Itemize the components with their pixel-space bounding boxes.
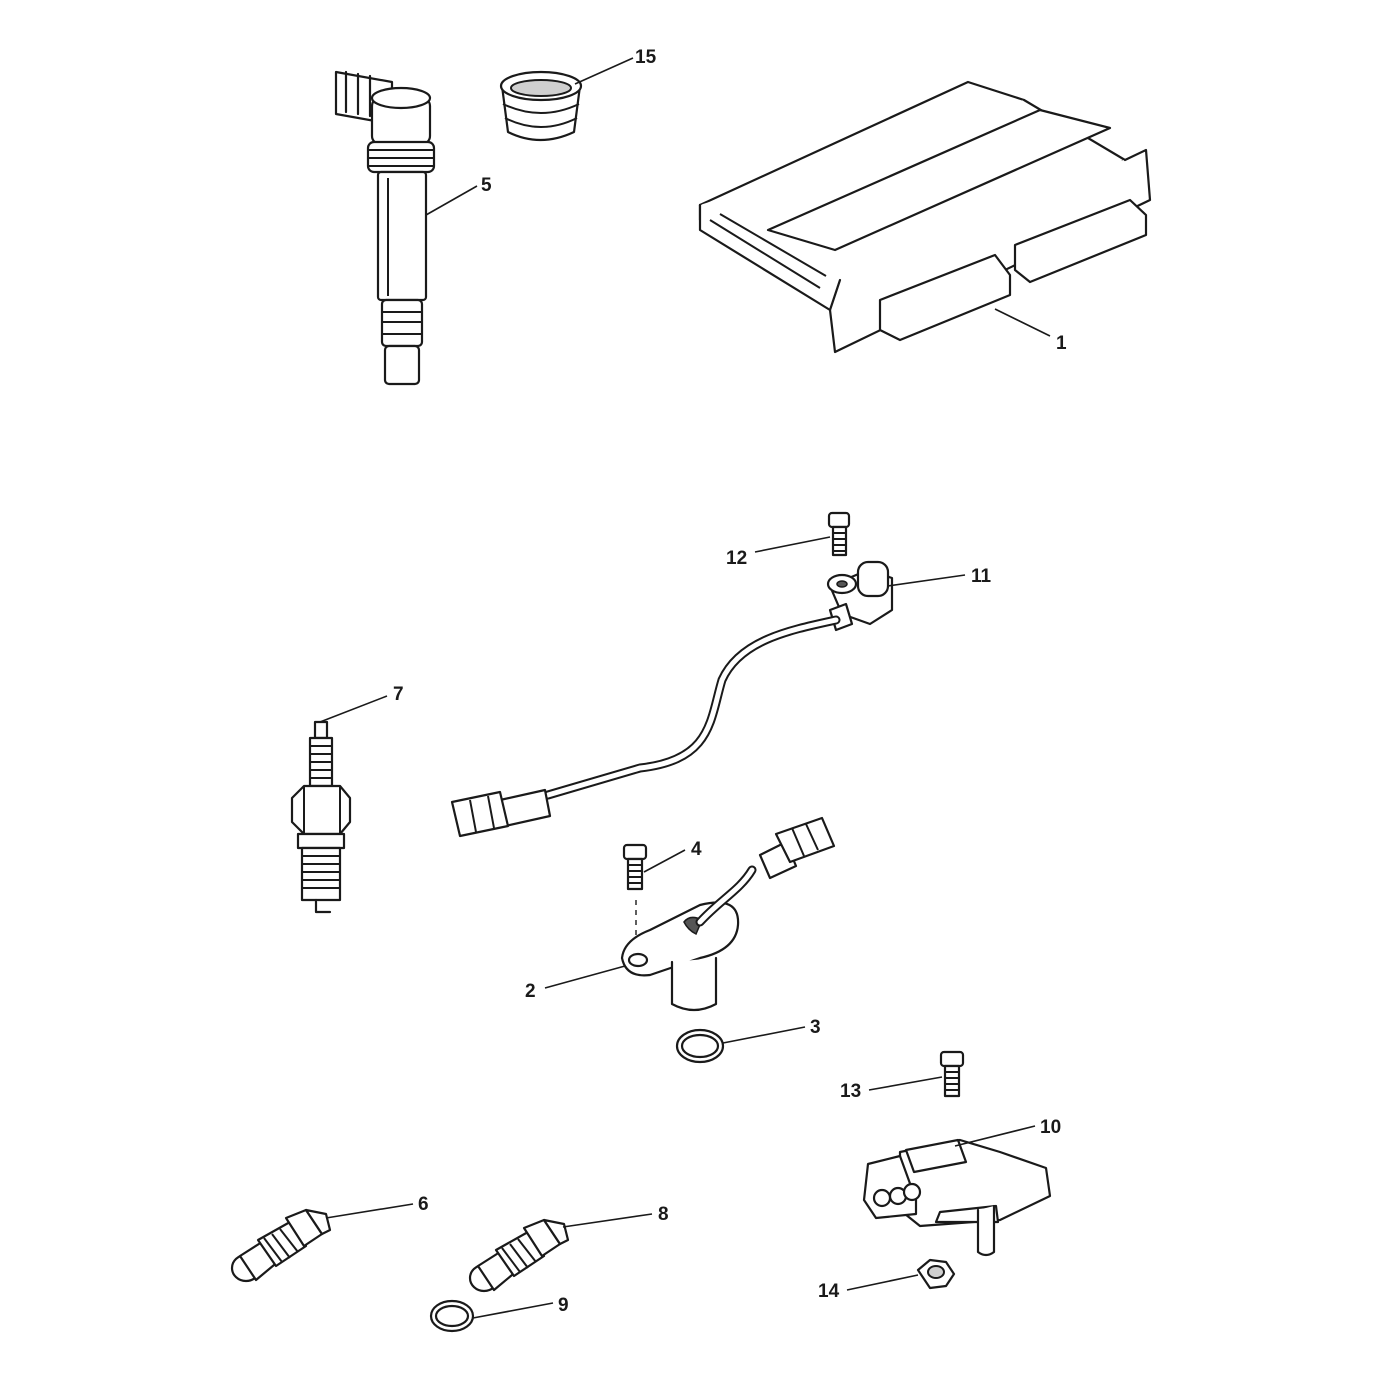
sensor-with-harness xyxy=(450,560,894,838)
callout-4: 4 xyxy=(691,839,702,860)
callout-9: 9 xyxy=(558,1295,569,1316)
leader-4 xyxy=(643,849,686,873)
temp-sensor-6 xyxy=(230,1208,332,1283)
leader-1 xyxy=(994,308,1051,337)
callout-5: 5 xyxy=(481,175,492,196)
bolt-12 xyxy=(827,511,851,557)
leader-13 xyxy=(868,1076,943,1091)
temp-sensor-8 xyxy=(468,1218,570,1293)
leader-14 xyxy=(846,1274,919,1291)
leader-5 xyxy=(425,185,478,216)
callout-2: 2 xyxy=(525,981,536,1002)
leader-lines xyxy=(319,57,1051,1319)
callout-6: 6 xyxy=(418,1194,429,1215)
leader-3 xyxy=(722,1026,806,1044)
nut-14 xyxy=(916,1258,956,1290)
callout-7: 7 xyxy=(393,684,404,705)
callout-11: 11 xyxy=(971,566,992,587)
leader-15 xyxy=(574,57,634,85)
spark-plug xyxy=(290,720,352,914)
leader-2 xyxy=(544,965,626,989)
bolt-4 xyxy=(622,843,648,948)
ecu-module xyxy=(698,80,1152,354)
leader-11 xyxy=(887,574,966,587)
leader-9 xyxy=(472,1302,554,1319)
callout-8: 8 xyxy=(658,1204,669,1225)
map-sensor xyxy=(862,1138,1052,1257)
sealing-washer-9 xyxy=(429,1299,475,1333)
seal-grommet xyxy=(499,70,583,142)
ignition-coil xyxy=(334,70,436,386)
callout-labels: 15 5 1 12 11 7 4 2 3 13 10 6 8 9 14 xyxy=(393,47,1067,1316)
callout-15: 15 xyxy=(635,47,657,68)
leader-8 xyxy=(562,1213,653,1228)
callout-12: 12 xyxy=(726,548,747,569)
callout-3: 3 xyxy=(810,1017,821,1038)
leader-7 xyxy=(319,695,388,723)
callout-10: 10 xyxy=(1040,1117,1061,1138)
callout-14: 14 xyxy=(818,1281,840,1302)
callout-13: 13 xyxy=(840,1081,861,1102)
leader-12 xyxy=(754,536,831,553)
leader-10 xyxy=(954,1125,1036,1147)
o-ring-3 xyxy=(675,1028,725,1064)
bolt-13 xyxy=(939,1050,965,1098)
callout-1: 1 xyxy=(1056,333,1067,354)
speed-sensor xyxy=(620,816,836,1012)
leader-6 xyxy=(325,1203,414,1219)
